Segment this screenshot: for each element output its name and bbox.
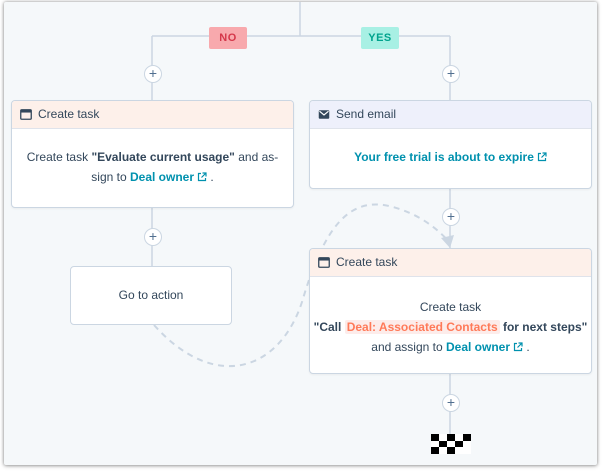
external-link-icon[interactable] (513, 342, 523, 352)
task-description-line-2: sign to Deal owner . (12, 167, 293, 187)
add-action-button-right[interactable]: + (442, 208, 460, 226)
text: sign to (91, 170, 127, 184)
branch-yes-label: YES (361, 27, 399, 49)
task-description-line-1: Create task (419, 300, 482, 314)
card-title: Send email (336, 107, 397, 121)
add-action-button-bottom[interactable]: + (442, 394, 460, 412)
card-title: Create task (336, 255, 398, 269)
task-description-line-2: "Call Deal: Associated Contacts for next… (310, 317, 591, 337)
task-description-line-1: Create task "Evaluate current usage" and… (12, 147, 293, 167)
external-link-icon[interactable] (197, 172, 207, 182)
text: Create task (26, 150, 89, 164)
workflow-canvas: NO YES + + Create task Create task "Eval… (4, 2, 597, 465)
text: for next steps" (502, 320, 588, 334)
task-description-line-3: and assign to Deal owner . (310, 337, 591, 357)
deal-owner-link[interactable]: Deal owner (446, 340, 511, 354)
add-action-button-no-branch[interactable]: + (144, 65, 162, 83)
text: . (210, 170, 214, 184)
email-template-link[interactable]: Your free trial is about to expire (354, 150, 534, 164)
card-header: Create task (12, 101, 293, 129)
go-to-action-card[interactable]: Go to action (70, 266, 232, 325)
checkered-end-icon (431, 434, 471, 454)
card-body: Create task "Call Deal: Associated Conta… (310, 277, 591, 357)
deal-owner-link[interactable]: Deal owner (129, 170, 195, 184)
add-action-button-left[interactable]: + (144, 228, 162, 246)
envelope-icon (318, 110, 330, 119)
text: . (526, 340, 530, 354)
send-email-action-card[interactable]: Send email Your free trial is about to e… (309, 100, 592, 189)
create-task-action-card-right[interactable]: Create task Create task "Call Deal: Asso… (309, 248, 592, 374)
branch-no-label: NO (209, 27, 247, 49)
text: "Call (313, 320, 342, 334)
card-header: Send email (310, 101, 591, 129)
task-name: "Evaluate current usage" (91, 150, 235, 164)
card-body: Create task "Evaluate current usage" and… (12, 129, 293, 187)
task-icon (318, 257, 330, 268)
external-link-icon[interactable] (537, 152, 547, 162)
task-icon (20, 109, 32, 120)
add-action-button-yes-branch[interactable]: + (442, 65, 460, 83)
create-task-action-card-left[interactable]: Create task Create task "Evaluate curren… (11, 100, 294, 208)
workflow-connectors (151, 2, 454, 434)
card-body: Your free trial is about to expire (310, 129, 591, 167)
card-header: Create task (310, 249, 591, 277)
go-to-action-label: Go to action (118, 288, 184, 302)
text: and as- (238, 150, 279, 164)
card-title: Create task (38, 107, 100, 121)
personalization-token[interactable]: Deal: Associated Contacts (344, 320, 500, 334)
text: and assign to (371, 340, 443, 354)
